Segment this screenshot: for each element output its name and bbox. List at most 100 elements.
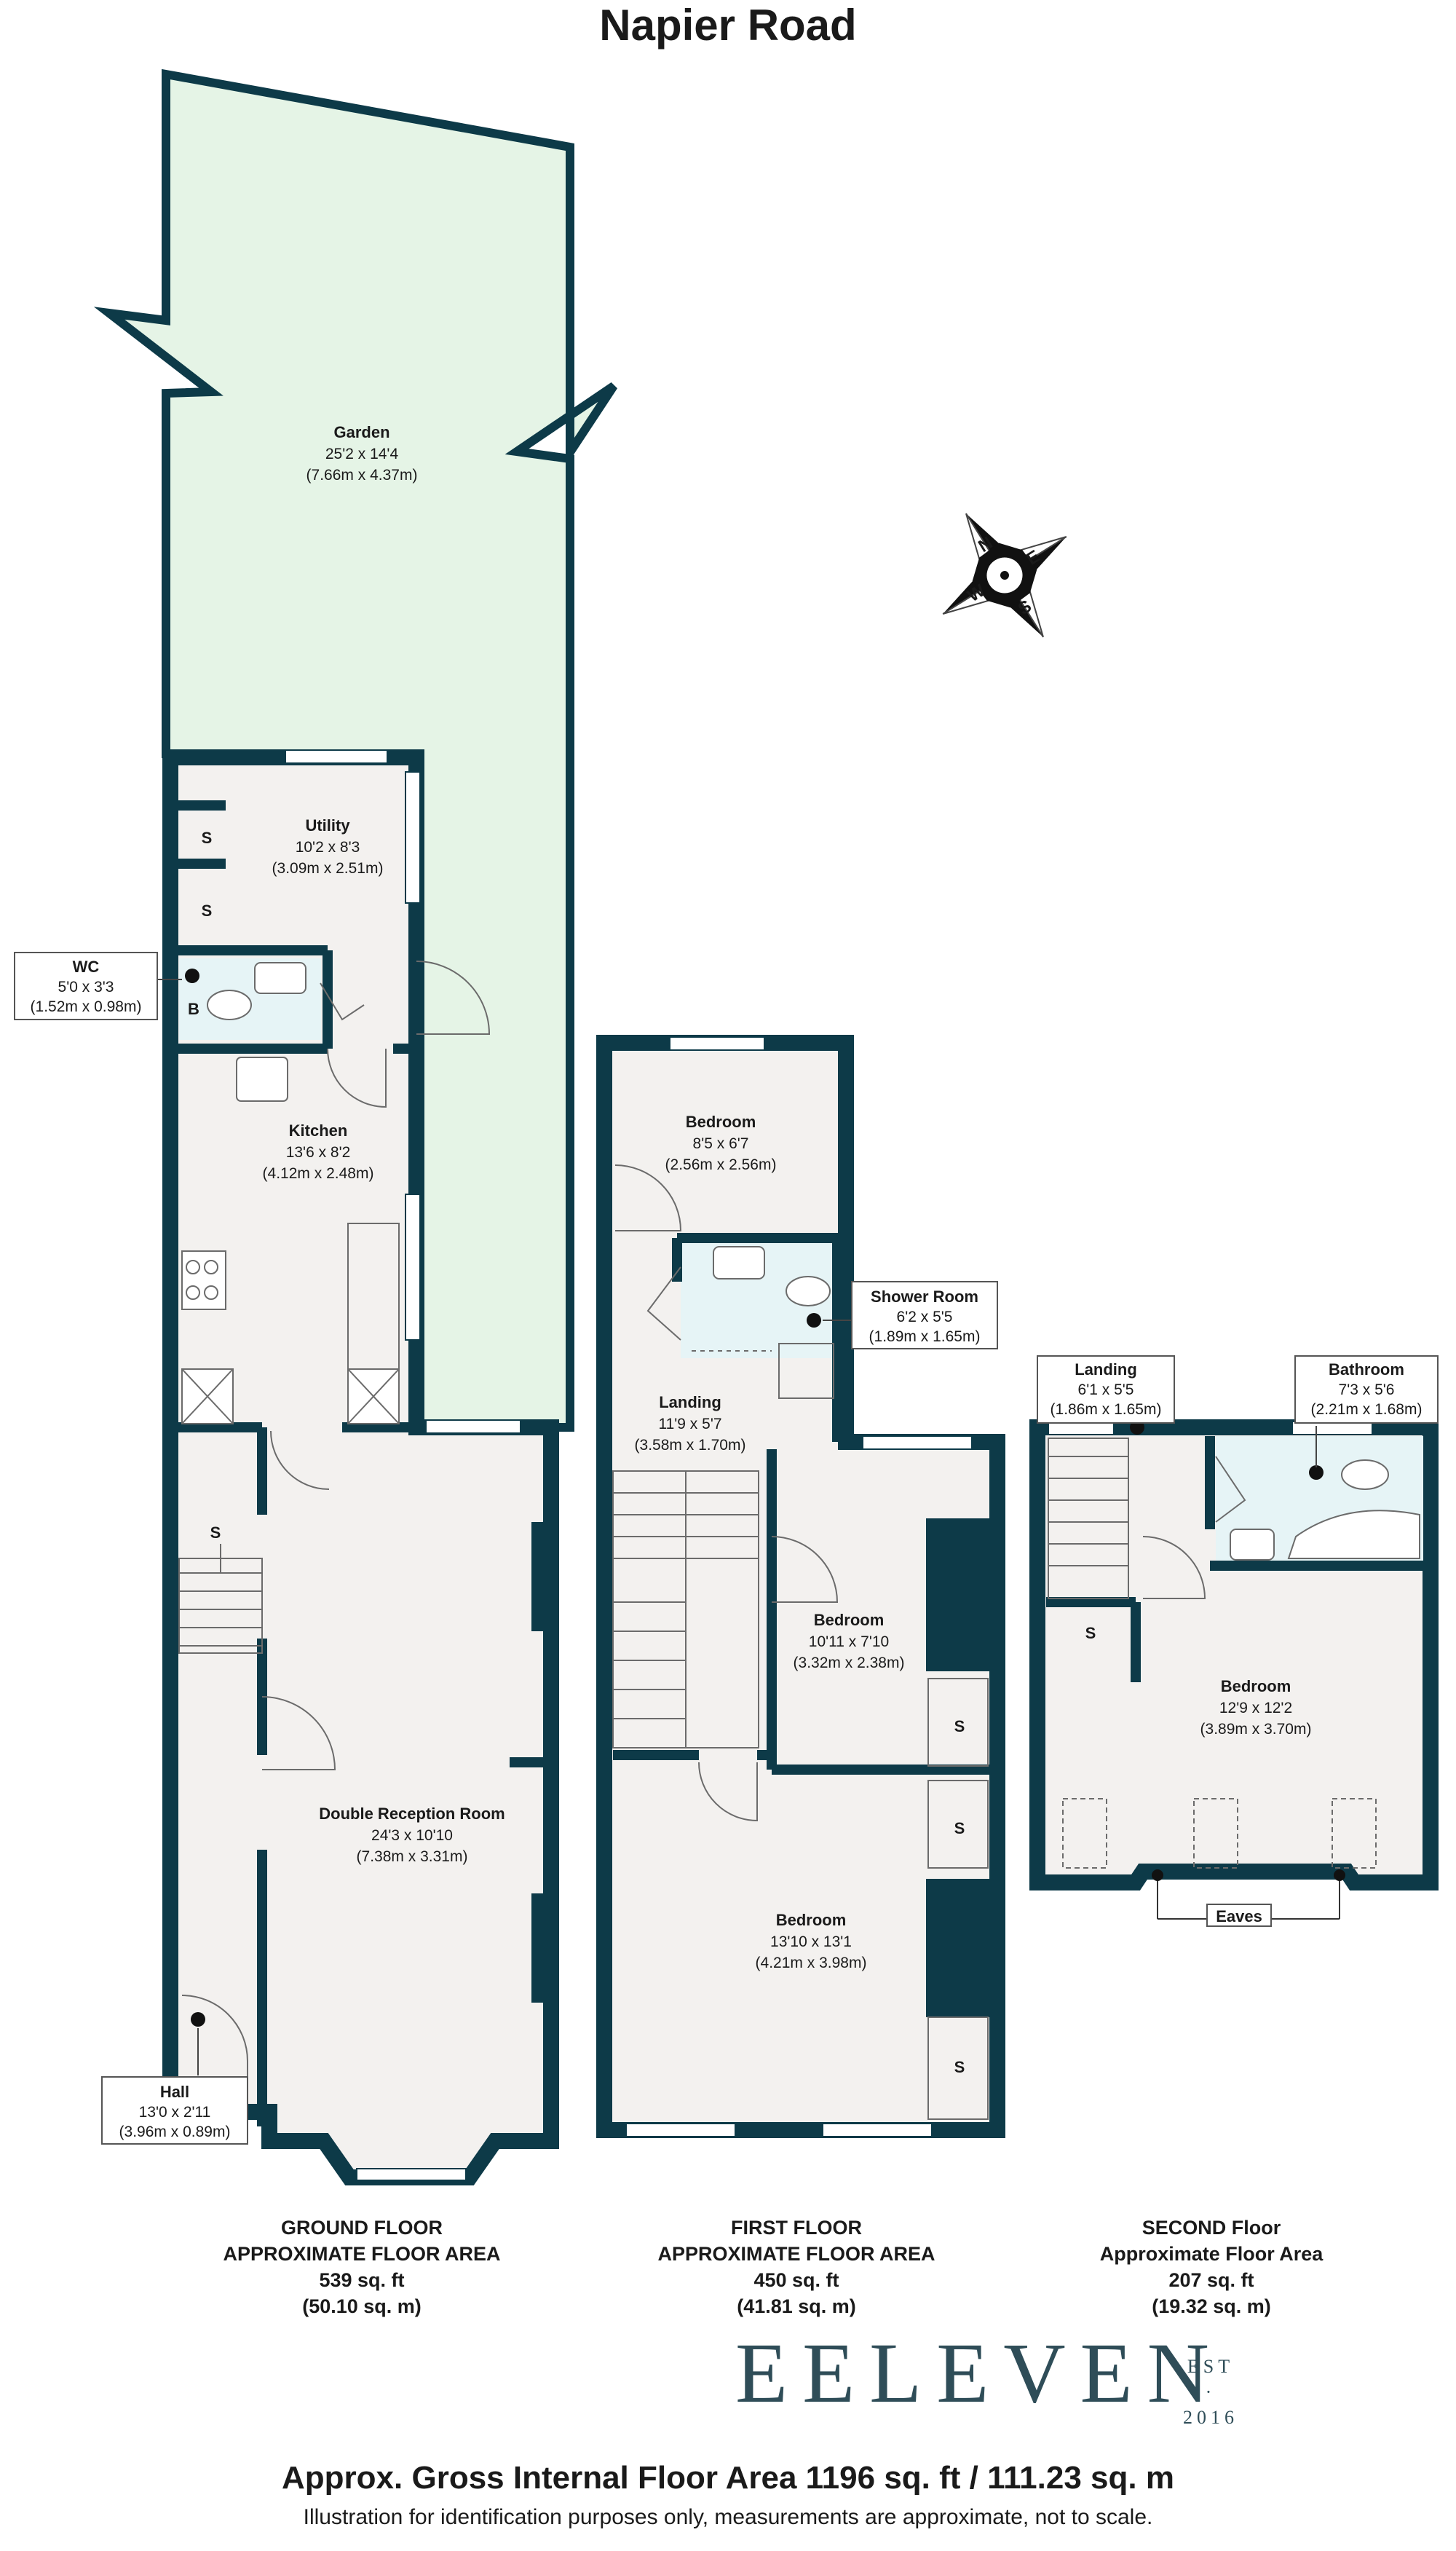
first-fixtures <box>692 1246 834 1399</box>
disclaimer: Illustration for identification purposes… <box>303 2505 1153 2529</box>
kitchen-name: Kitchen <box>289 1121 348 1140</box>
compass-rose: N E S W <box>942 513 1067 638</box>
bathroom-imperial: 7'3 x 5'6 <box>1339 1381 1395 1398</box>
shower-imperial: 6'2 x 5'5 <box>897 1309 953 1325</box>
kitchen-metric: (4.12m x 2.48m) <box>263 1165 374 1182</box>
landing1-metric: (3.58m x 1.70m) <box>635 1437 746 1454</box>
room-labels: Garden 25'2 x 14'4 (7.66m x 4.37m) Utili… <box>31 423 1423 2140</box>
landing1-name: Landing <box>659 1393 721 1411</box>
second-floor-title: SECOND Floor <box>1142 2217 1281 2239</box>
bedroom-rear-name: Bedroom <box>686 1113 756 1131</box>
second-floor-subtitle: Approximate Floor Area <box>1100 2243 1324 2265</box>
callout-boxes <box>14 952 1439 2145</box>
shower-metric: (1.89m x 1.65m) <box>869 1328 981 1345</box>
second-stairs <box>1048 1438 1129 1599</box>
bedroom-mid-name: Bedroom <box>814 1611 885 1629</box>
hall-dot <box>191 2012 205 2027</box>
utility-name: Utility <box>305 816 350 835</box>
storage-marker: S <box>954 1717 965 1735</box>
bedroom-front-name: Bedroom <box>776 1911 847 1929</box>
first-doors <box>614 1164 839 1822</box>
second-fixtures <box>1230 1459 1420 1561</box>
shower-name: Shower Room <box>871 1288 978 1306</box>
bedroom-front-imperial: 13'10 x 13'1 <box>770 1933 852 1950</box>
bathroom-dot <box>1309 1465 1324 1480</box>
bathroom-metric: (2.21m x 1.68m) <box>1311 1401 1423 1418</box>
storage-marker: S <box>202 902 213 920</box>
first-cupboards <box>927 1678 989 2120</box>
page-title: Napier Road <box>599 1 857 50</box>
bathroom-name: Bathroom <box>1329 1360 1404 1379</box>
reception-metric: (7.38m x 3.31m) <box>357 1848 468 1865</box>
gross-area: Approx. Gross Internal Floor Area 1196 s… <box>282 2460 1174 2496</box>
boiler-dot <box>185 969 199 983</box>
velux-windows <box>1062 1798 1377 1869</box>
bedroom-top-imperial: 12'9 x 12'2 <box>1219 1700 1292 1716</box>
ground-floor-sqm: (50.10 sq. m) <box>302 2295 422 2317</box>
bedroom-front-metric: (4.21m x 3.98m) <box>756 1955 867 1971</box>
brand-est-year: 2016 <box>1183 2407 1238 2429</box>
landing1-imperial: 11'9 x 5'7 <box>658 1416 721 1432</box>
chimney-breast <box>926 1518 990 1671</box>
second-floor-sqm: (19.32 sq. m) <box>1152 2295 1271 2317</box>
first-windows <box>625 1036 973 2137</box>
hall-metric: (3.96m x 0.89m) <box>119 2124 231 2140</box>
kitchen-imperial: 13'6 x 8'2 <box>286 1144 351 1161</box>
bedroom-rear-metric: (2.56m x 2.56m) <box>665 1156 777 1173</box>
first-floor-sqm: (41.81 sq. m) <box>737 2295 856 2317</box>
ground-stairs <box>178 1544 263 1654</box>
brand-est-label: EST <box>1187 2356 1235 2377</box>
reception-name: Double Reception Room <box>319 1805 505 1823</box>
ground-floor-subtitle: APPROXIMATE FLOOR AREA <box>223 2243 500 2265</box>
first-floor-sqft: 450 sq. ft <box>753 2269 839 2291</box>
first-stairs <box>612 1470 759 1748</box>
hall-name: Hall <box>160 2083 189 2101</box>
bedroom-mid-metric: (3.32m x 2.38m) <box>794 1655 905 1671</box>
first-floor-subtitle: APPROXIMATE FLOOR AREA <box>657 2243 935 2265</box>
brand-logo: EELEVEN <box>735 2325 1224 2421</box>
wc-name: WC <box>73 958 100 976</box>
ground-windows <box>285 749 521 2181</box>
ground-floor-sqft: 539 sq. ft <box>319 2269 404 2291</box>
storage-marker: S <box>210 1523 221 1542</box>
storage-marker: S <box>202 829 213 847</box>
landing2-name: Landing <box>1075 1360 1137 1379</box>
second-doors <box>1142 1456 1246 1599</box>
chimney-breast <box>531 1522 553 1631</box>
ground-floor-title: GROUND FLOOR <box>281 2217 443 2239</box>
garden-imperial: 25'2 x 14'4 <box>325 446 399 462</box>
shower-dot <box>807 1313 821 1328</box>
brand-est-dot: · <box>1205 2381 1216 2403</box>
storage-marker: S <box>954 2058 965 2076</box>
landing2-metric: (1.86m x 1.65m) <box>1051 1401 1162 1418</box>
bedroom-mid-imperial: 10'11 x 7'10 <box>809 1633 889 1650</box>
second-floor <box>1029 1419 1439 1920</box>
first-internal-walls <box>613 1233 997 1775</box>
floor-area-labels: GROUND FLOOR APPROXIMATE FLOOR AREA 539 … <box>223 2217 1324 2317</box>
storage-markers: S S B S S S S S <box>188 829 1096 2076</box>
first-floor-title: FIRST FLOOR <box>731 2217 862 2239</box>
landing2-imperial: 6'1 x 5'5 <box>1078 1381 1134 1398</box>
boiler-marker: B <box>188 1000 199 1018</box>
chimney-breast <box>926 1879 990 2017</box>
garden-name: Garden <box>333 423 389 441</box>
second-windows <box>1048 1421 1373 1435</box>
ground-fixtures <box>181 962 400 1424</box>
second-internal-walls <box>1046 1436 1423 1682</box>
hall-imperial: 13'0 x 2'11 <box>139 2104 211 2121</box>
utility-metric: (3.09m x 2.51m) <box>272 860 384 877</box>
utility-imperial: 10'2 x 8'3 <box>296 839 360 856</box>
brand-est: EST · 2016 <box>1178 2354 1243 2430</box>
storage-marker: S <box>1085 1624 1096 1642</box>
first-floor <box>596 1035 1005 2138</box>
bedroom-top-name: Bedroom <box>1221 1677 1291 1695</box>
garden-metric: (7.66m x 4.37m) <box>306 467 418 484</box>
bedroom-top-metric: (3.89m x 3.70m) <box>1200 1721 1312 1738</box>
ground-doors <box>181 961 491 2105</box>
ground-internal-walls <box>170 800 551 2126</box>
storage-marker: S <box>954 1819 965 1837</box>
chimney-breast <box>531 1893 553 2003</box>
ground-floor <box>93 68 618 2185</box>
eaves-label: Eaves <box>1216 1907 1262 1925</box>
